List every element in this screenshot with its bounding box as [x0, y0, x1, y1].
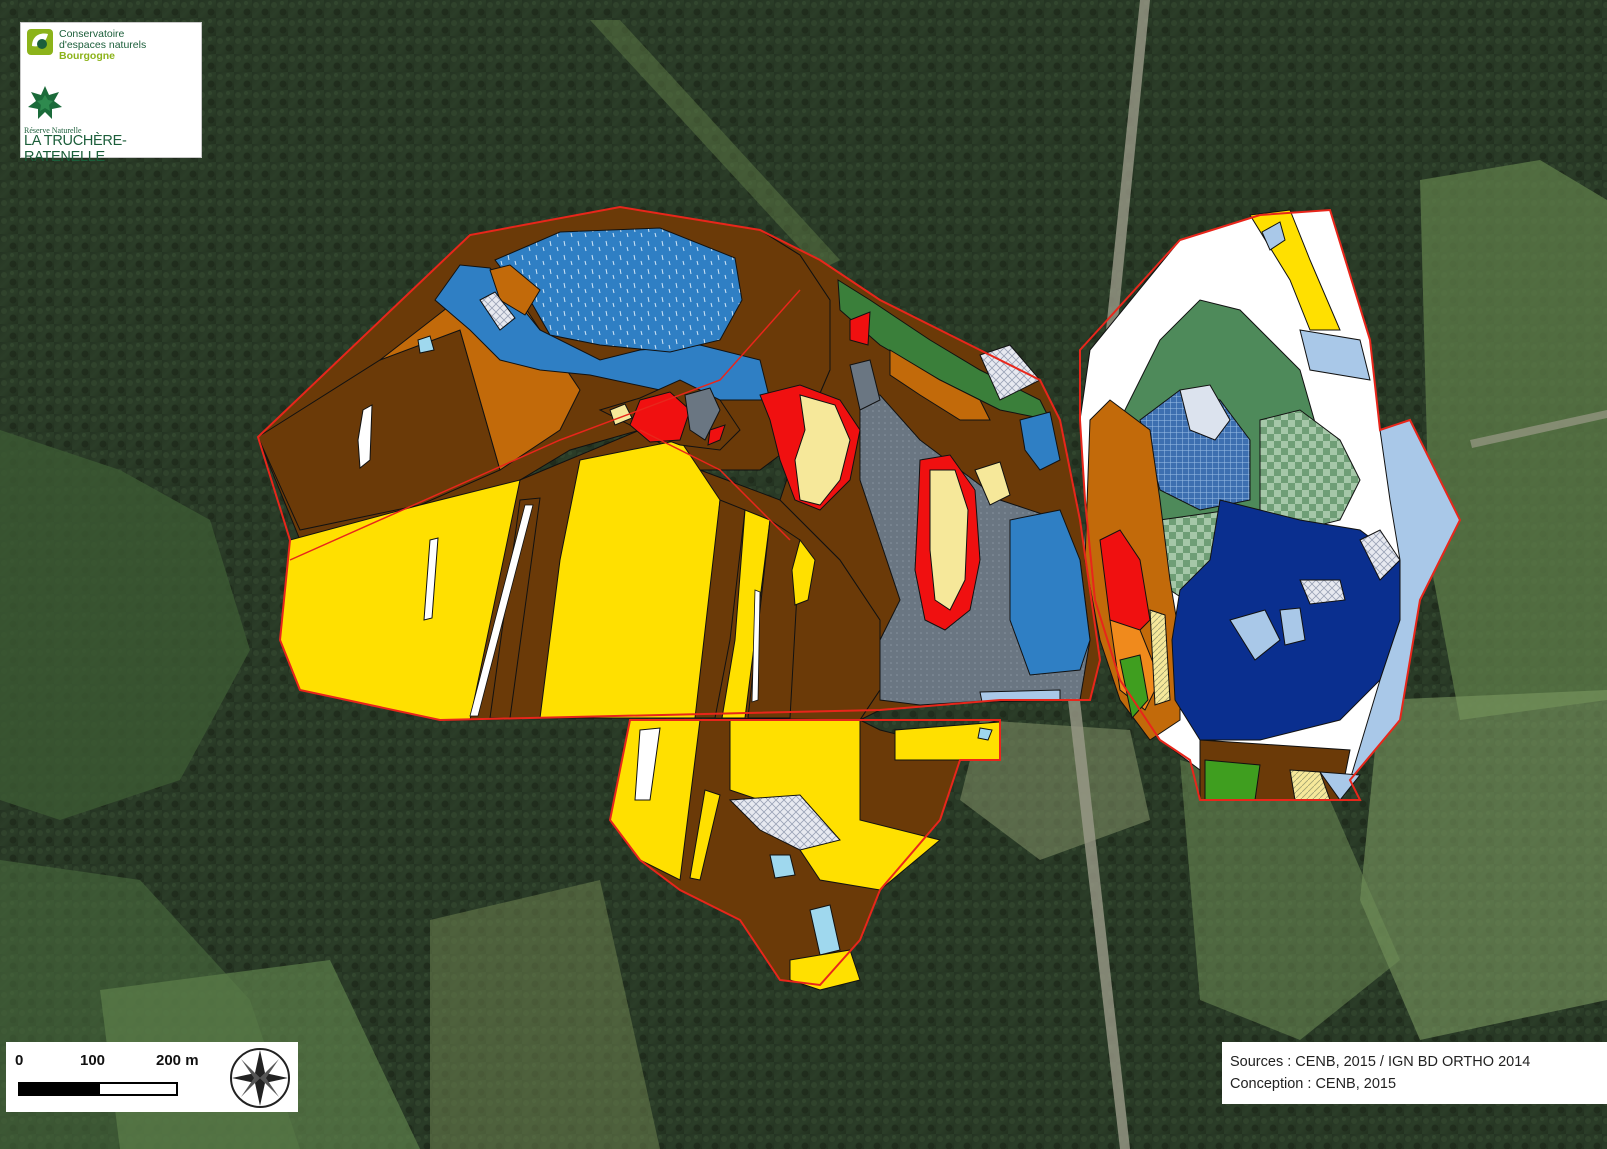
- credits-conception: Conception : CENB, 2015: [1230, 1076, 1397, 1092]
- scale-bar: [18, 1082, 178, 1096]
- habitat-unit-west[interactable]: [257, 206, 881, 721]
- habitat-unit-central[interactable]: [759, 229, 1101, 722]
- green-star-emblem-icon: [28, 86, 62, 119]
- scale-bar-black-segment: [20, 1084, 100, 1094]
- reserve-logo-subtitle: Réserve Naturelle: [24, 126, 82, 135]
- logo-panel: Conservatoire d'espaces naturels Bourgog…: [20, 22, 202, 165]
- scale-label-200: 200 m: [156, 1052, 199, 1069]
- cen-leaf-logo-icon: [27, 29, 53, 55]
- credits-panel: Sources : CENB, 2015 / IGN BD ORTHO 2014…: [1222, 1042, 1607, 1104]
- cen-logo-line1: Conservatoire: [59, 28, 125, 40]
- scale-label-100: 100: [80, 1052, 106, 1069]
- reserve-logo-name: LA TRUCHÈRE-RATENELLE: [24, 133, 127, 165]
- cen-logo-text: Conservatoire d'espaces naturels Bourgog…: [59, 29, 146, 62]
- scale-label-0: 0: [15, 1052, 24, 1069]
- cen-logo-line2: d'espaces naturels: [59, 39, 147, 51]
- cen-logo-line3: Bourgogne: [59, 50, 115, 62]
- scale-bar-panel: 0 100 200 m: [6, 1042, 298, 1112]
- habitat-unit-east[interactable]: [1079, 209, 1461, 801]
- habitat-unit-south[interactable]: [609, 719, 1001, 991]
- compass-rose-icon: [230, 1048, 290, 1108]
- credits-sources: Sources : CENB, 2015 / IGN BD ORTHO 2014: [1230, 1054, 1531, 1070]
- reserve-boundary: [256, 205, 1462, 987]
